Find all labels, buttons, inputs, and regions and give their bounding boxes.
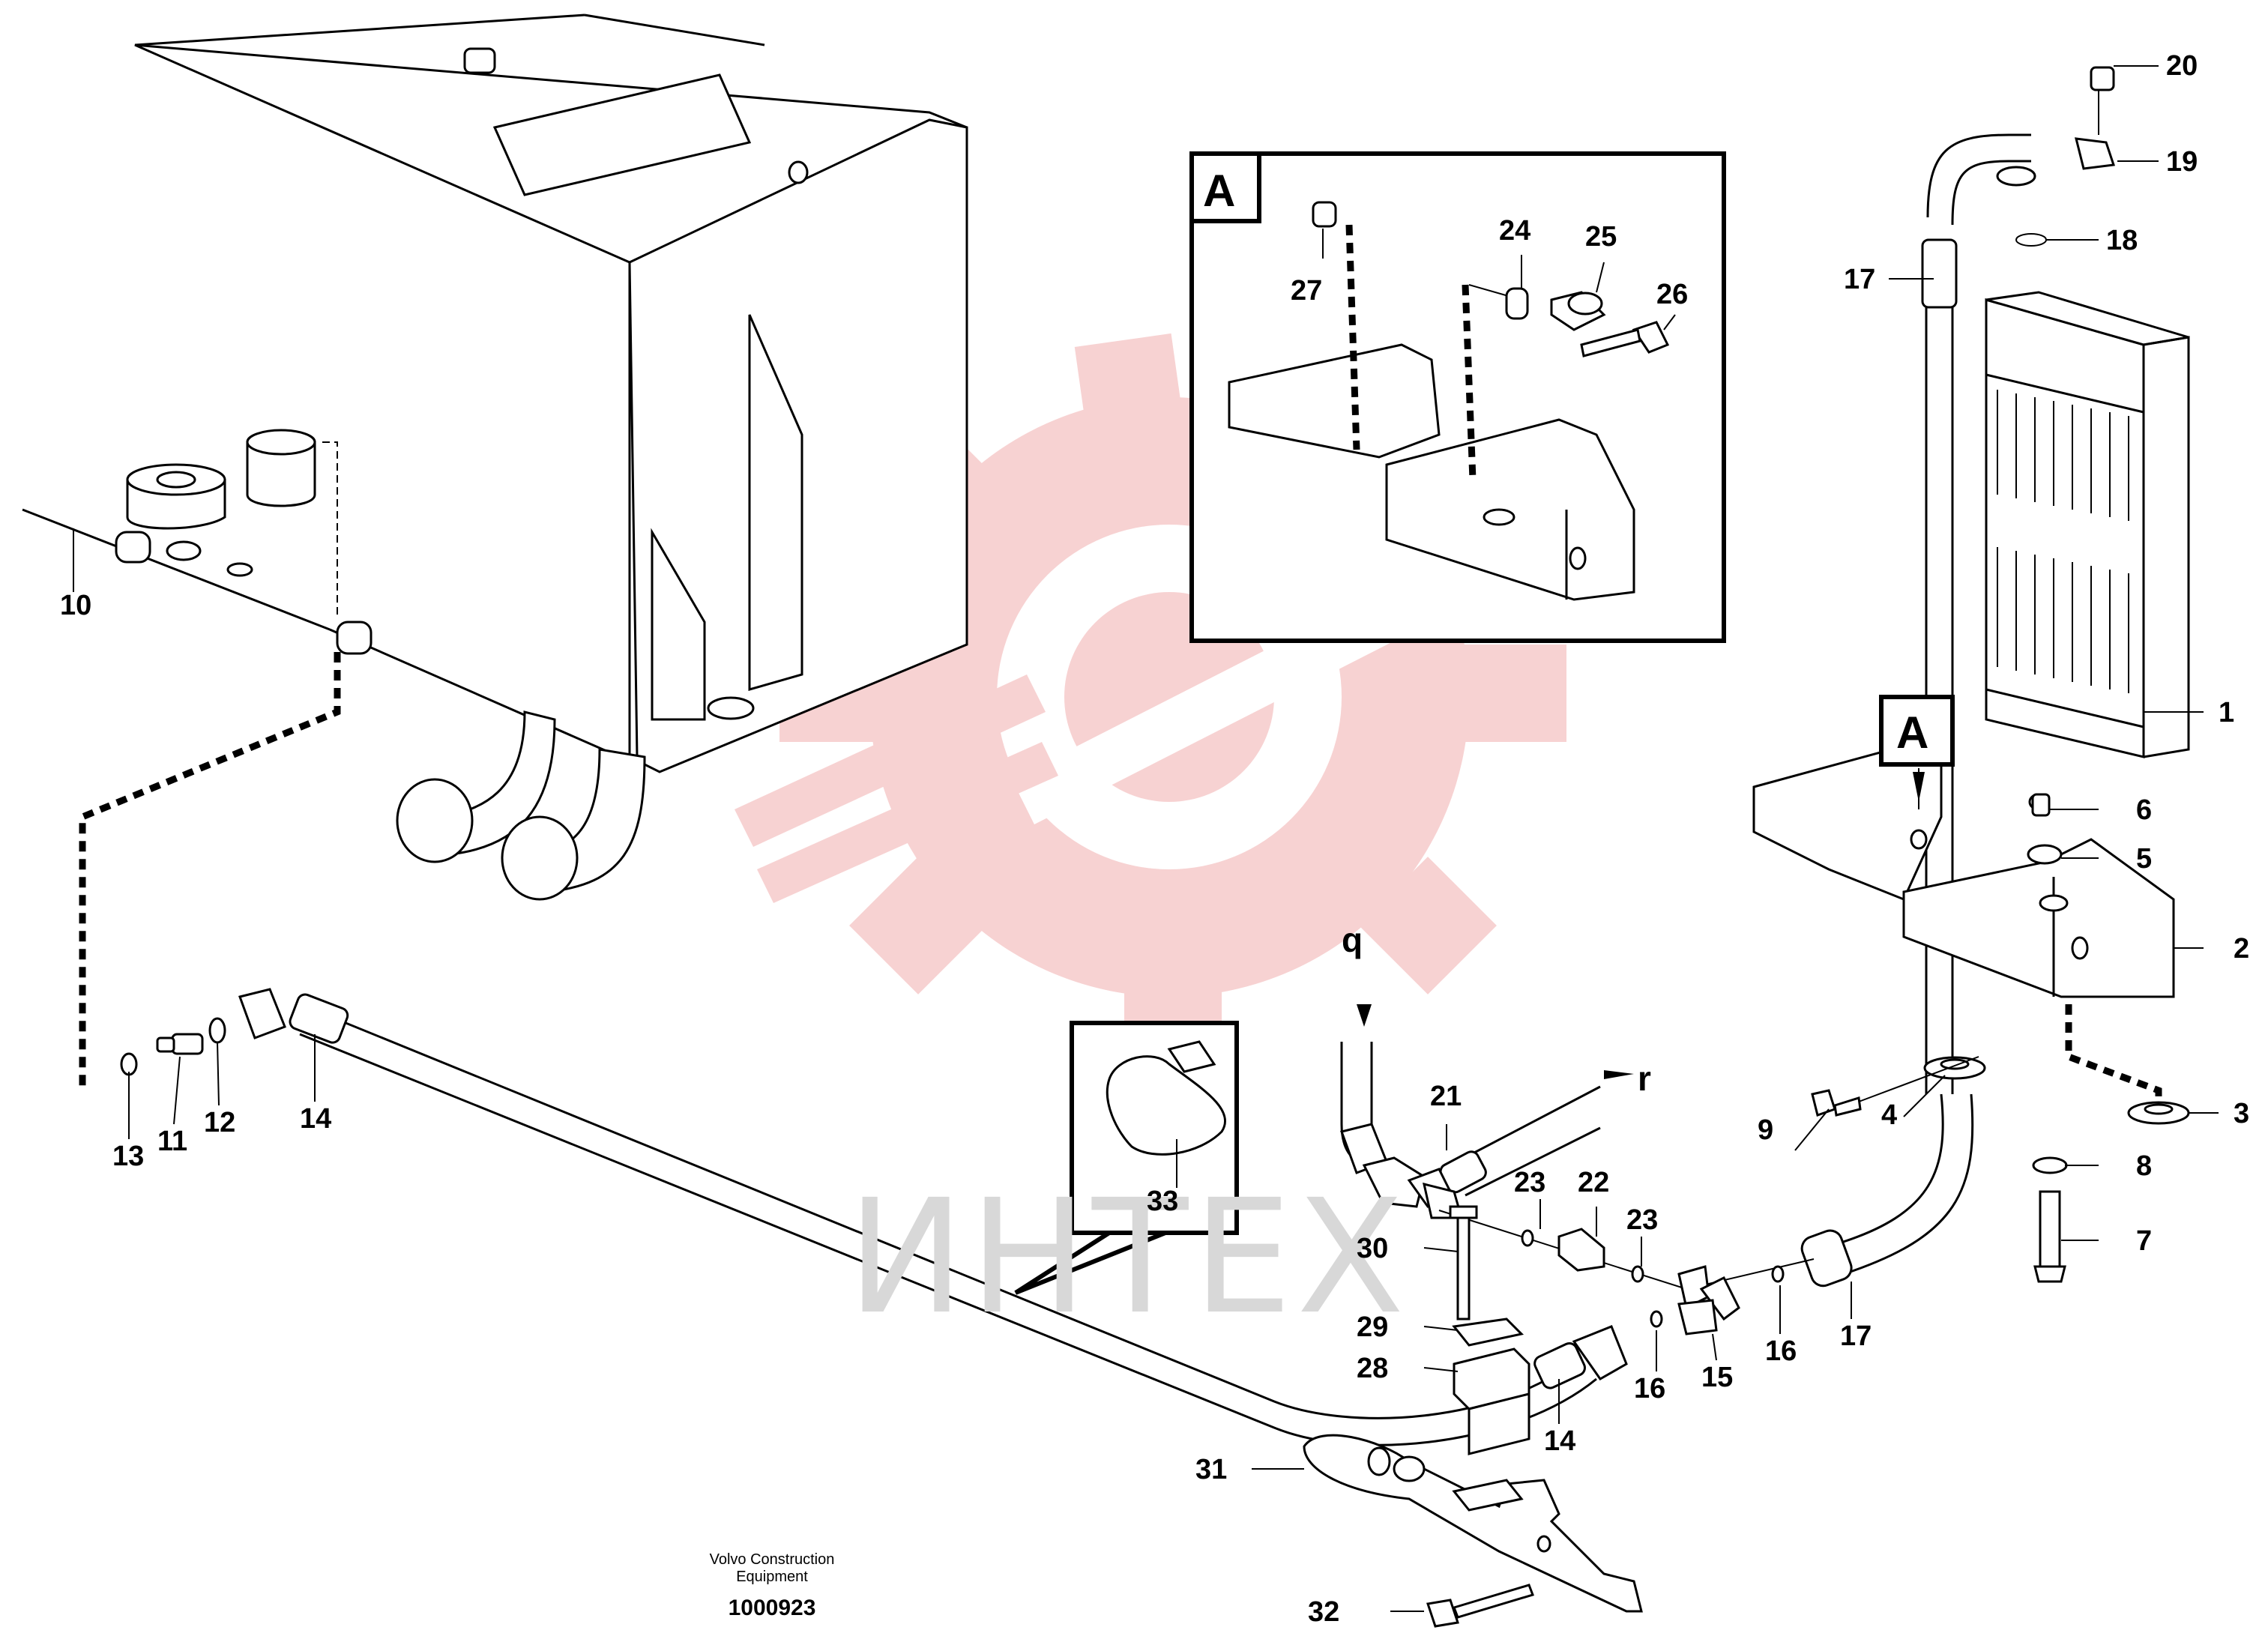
callout-32: 32 xyxy=(1308,1596,1339,1628)
hydraulic-tank xyxy=(22,13,968,901)
flow-label-q: q xyxy=(1342,920,1363,959)
leader-30 xyxy=(1423,1247,1459,1252)
callout-1: 1 xyxy=(2219,697,2234,728)
callout-10: 10 xyxy=(60,590,91,621)
callout-16-left: 16 xyxy=(1634,1373,1665,1404)
leader-29 xyxy=(1423,1326,1459,1331)
callout-5: 5 xyxy=(2136,843,2152,875)
callout-24: 24 xyxy=(1499,215,1530,247)
leader-11 xyxy=(173,1056,181,1125)
callout-33: 33 xyxy=(1147,1186,1178,1217)
bolt-32 xyxy=(1426,1584,1534,1628)
callout-30: 30 xyxy=(1357,1233,1388,1264)
leader-25 xyxy=(1596,262,1605,293)
callout-labels: 1 2 3 4 5 6 7 8 9 10 11 12 13 14 14 15 1… xyxy=(60,50,2249,1628)
callout-22: 22 xyxy=(1578,1167,1609,1198)
rubber-mounts xyxy=(1811,1056,2190,1283)
publisher-line-2: Equipment xyxy=(736,1569,808,1585)
callout-27: 27 xyxy=(1291,275,1322,307)
flow-arrow-r xyxy=(1604,1070,1634,1079)
callout-13: 13 xyxy=(112,1141,144,1172)
leader-9b xyxy=(1794,1108,1830,1151)
callout-18: 18 xyxy=(2106,225,2138,256)
hose-end-fittings xyxy=(1533,1325,1628,1389)
callout-19: 19 xyxy=(2166,146,2198,178)
callout-6: 6 xyxy=(2136,794,2152,826)
leader-26 xyxy=(1663,314,1676,330)
callout-17-top: 17 xyxy=(1844,264,1875,295)
mounting-brackets xyxy=(1752,740,2175,998)
callout-3: 3 xyxy=(2234,1098,2249,1129)
leader-28 xyxy=(1423,1367,1459,1372)
callout-8: 8 xyxy=(2136,1150,2152,1182)
view-arrow xyxy=(1913,772,1925,802)
callout-31: 31 xyxy=(1195,1454,1227,1485)
callout-28: 28 xyxy=(1357,1353,1388,1384)
callout-26: 26 xyxy=(1656,279,1688,310)
support-bracket xyxy=(1303,1434,1643,1613)
callout-9: 9 xyxy=(1758,1114,1773,1146)
detail-view-a xyxy=(1189,151,1726,643)
view-marker-label: A xyxy=(1896,707,1928,758)
callout-16-right: 16 xyxy=(1765,1335,1797,1367)
leader-tank-drain xyxy=(79,652,341,1087)
leader-rubber-dashed xyxy=(2065,1004,2162,1109)
leader-15 xyxy=(1712,1333,1717,1361)
hose-clamp xyxy=(1449,1205,1530,1455)
cooler-hose xyxy=(1800,1093,1974,1288)
callout-23a: 23 xyxy=(1514,1167,1545,1198)
callout-23b: 23 xyxy=(1626,1204,1658,1236)
leader-12 xyxy=(217,1041,220,1106)
drawing-number: 1000923 xyxy=(729,1596,816,1620)
callout-2: 2 xyxy=(2234,933,2249,965)
detail-view-33 xyxy=(1014,1021,1239,1295)
callout-14-left: 14 xyxy=(300,1103,331,1135)
callout-4: 4 xyxy=(1881,1099,1897,1131)
leader-4 xyxy=(1903,1075,1946,1117)
callout-17-low: 17 xyxy=(1840,1321,1872,1352)
callout-15: 15 xyxy=(1701,1362,1733,1393)
callout-14-right: 14 xyxy=(1544,1425,1575,1457)
flow-arrow-q xyxy=(1357,1004,1372,1027)
callout-20: 20 xyxy=(2166,50,2198,82)
callout-12: 12 xyxy=(204,1107,235,1138)
callout-7: 7 xyxy=(2136,1225,2152,1257)
callout-21: 21 xyxy=(1430,1081,1462,1112)
fitting-chain xyxy=(1438,1210,1815,1335)
view-label-box: A xyxy=(1203,166,1235,216)
callout-29: 29 xyxy=(1357,1312,1388,1343)
flow-label-r: r xyxy=(1638,1059,1651,1098)
publisher-line-1: Volvo Construction xyxy=(710,1551,835,1568)
leader-9 xyxy=(1858,1056,1979,1102)
callout-25: 25 xyxy=(1585,221,1617,253)
view-marker-frame xyxy=(1879,695,1955,767)
oil-cooler xyxy=(1985,291,2190,811)
callout-11: 11 xyxy=(157,1126,187,1157)
watermark-text: ИНТЕХ xyxy=(847,1165,1409,1349)
feed-pipe xyxy=(1921,66,2116,1094)
